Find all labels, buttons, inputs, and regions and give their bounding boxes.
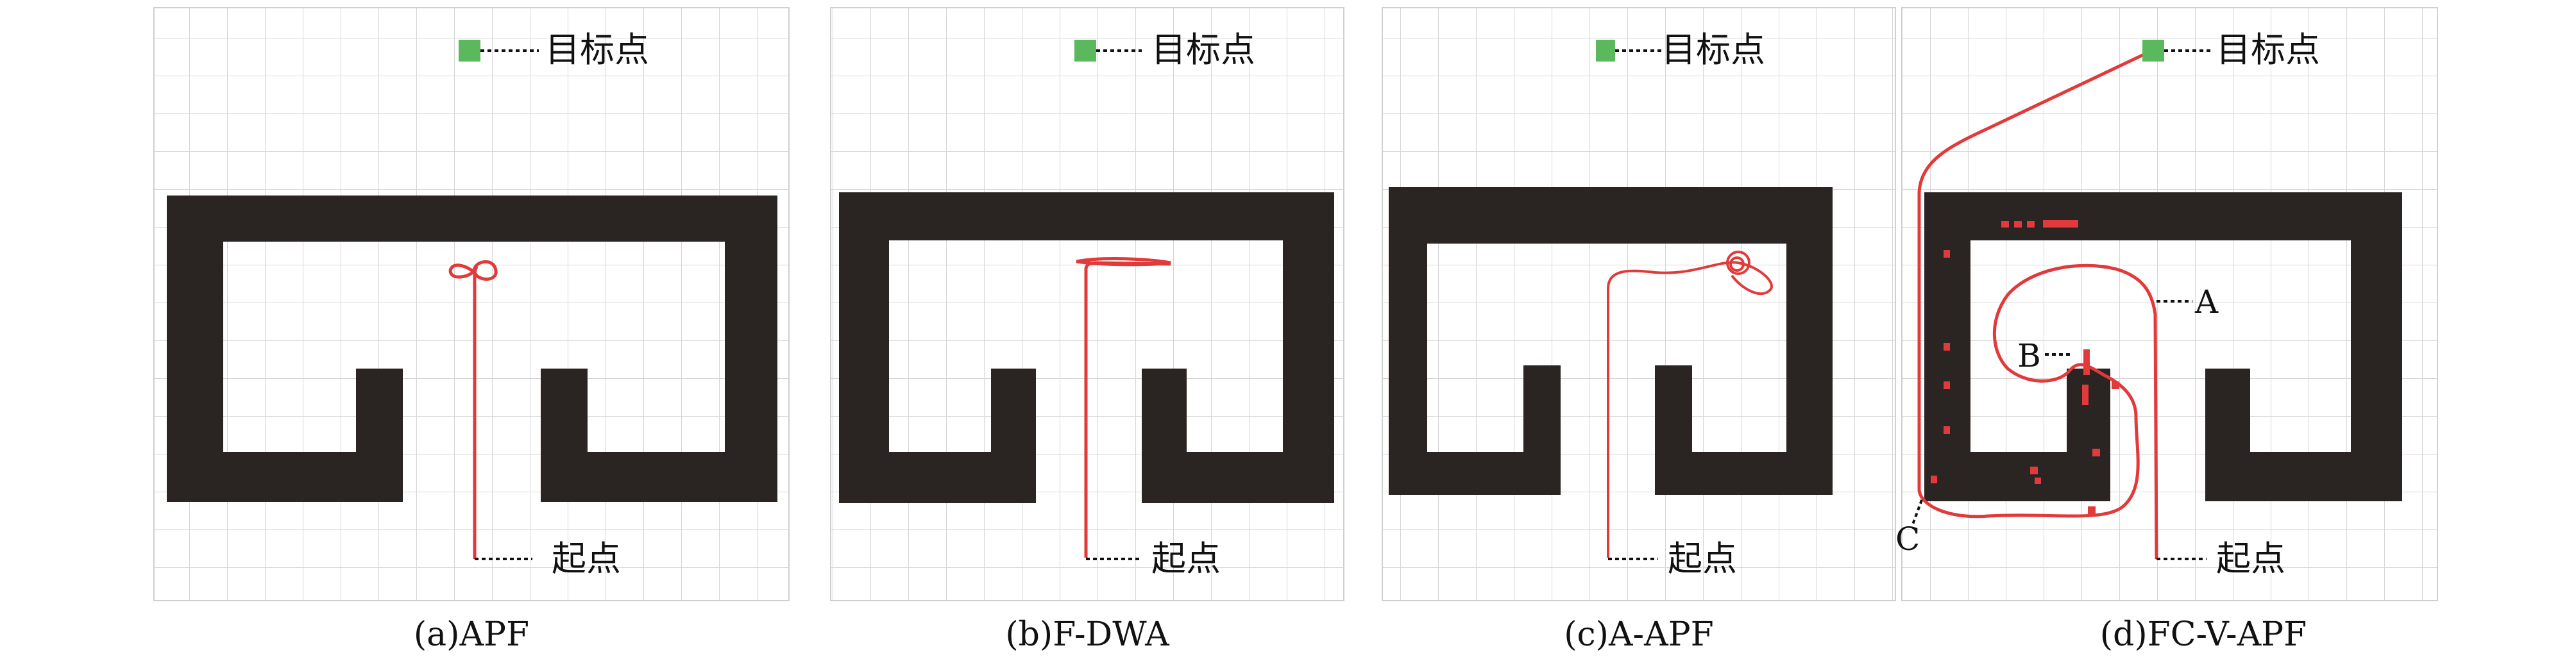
panel-d-walls [1924, 192, 2402, 501]
panel-c-walls [1389, 187, 1833, 495]
panel-c-start-label: 起点 [1668, 538, 1737, 579]
panel-d-point-c-label: C [1895, 520, 1920, 558]
panel-a-path [448, 260, 498, 559]
panel-a-goal-marker [459, 40, 480, 62]
panel-d-grid [1901, 7, 2438, 601]
panel-d-caption: (d)FC-V-APF [2099, 615, 2307, 654]
panel-b-caption: (b)F-DWA [1005, 615, 1169, 654]
panel-d-obstacle-dots [1931, 220, 2119, 514]
panel-b: 目标点 起点 [830, 7, 1344, 601]
panel-d-start-label: 起点 [2216, 538, 2285, 579]
panel-a-caption: (a)APF [413, 615, 530, 654]
panel-b-goal-marker [1074, 40, 1096, 62]
panel-a-goal-label: 目标点 [545, 29, 649, 70]
panel-d-goal-label: 目标点 [2216, 29, 2320, 70]
panel-a: 目标点 起点 [153, 7, 790, 601]
panel-d: 目标点 起点 A B C [1895, 7, 2438, 601]
panel-c-goal-marker [1596, 40, 1615, 62]
panel-c-caption: (c)A-APF [1564, 615, 1714, 654]
panel-b-walls [839, 192, 1334, 503]
panel-c-path [1607, 251, 1773, 558]
panel-b-path [1076, 257, 1171, 558]
panel-a-grid [153, 7, 790, 601]
panel-d-point-c-leader [1911, 499, 1923, 525]
panel-c-goal-label: 目标点 [1661, 29, 1765, 70]
panel-d-path [1917, 49, 2158, 560]
panel-a-walls [167, 196, 777, 502]
panel-a-start-label: 起点 [552, 538, 621, 579]
panel-b-goal-label: 目标点 [1151, 29, 1255, 70]
panel-c: 目标点 起点 [1382, 7, 1896, 601]
panel-d-goal-marker [2142, 40, 2164, 62]
panel-b-start-label: 起点 [1151, 538, 1221, 579]
panel-d-point-a-label: A [2194, 283, 2219, 321]
panel-d-point-b-label: B [2017, 337, 2041, 374]
